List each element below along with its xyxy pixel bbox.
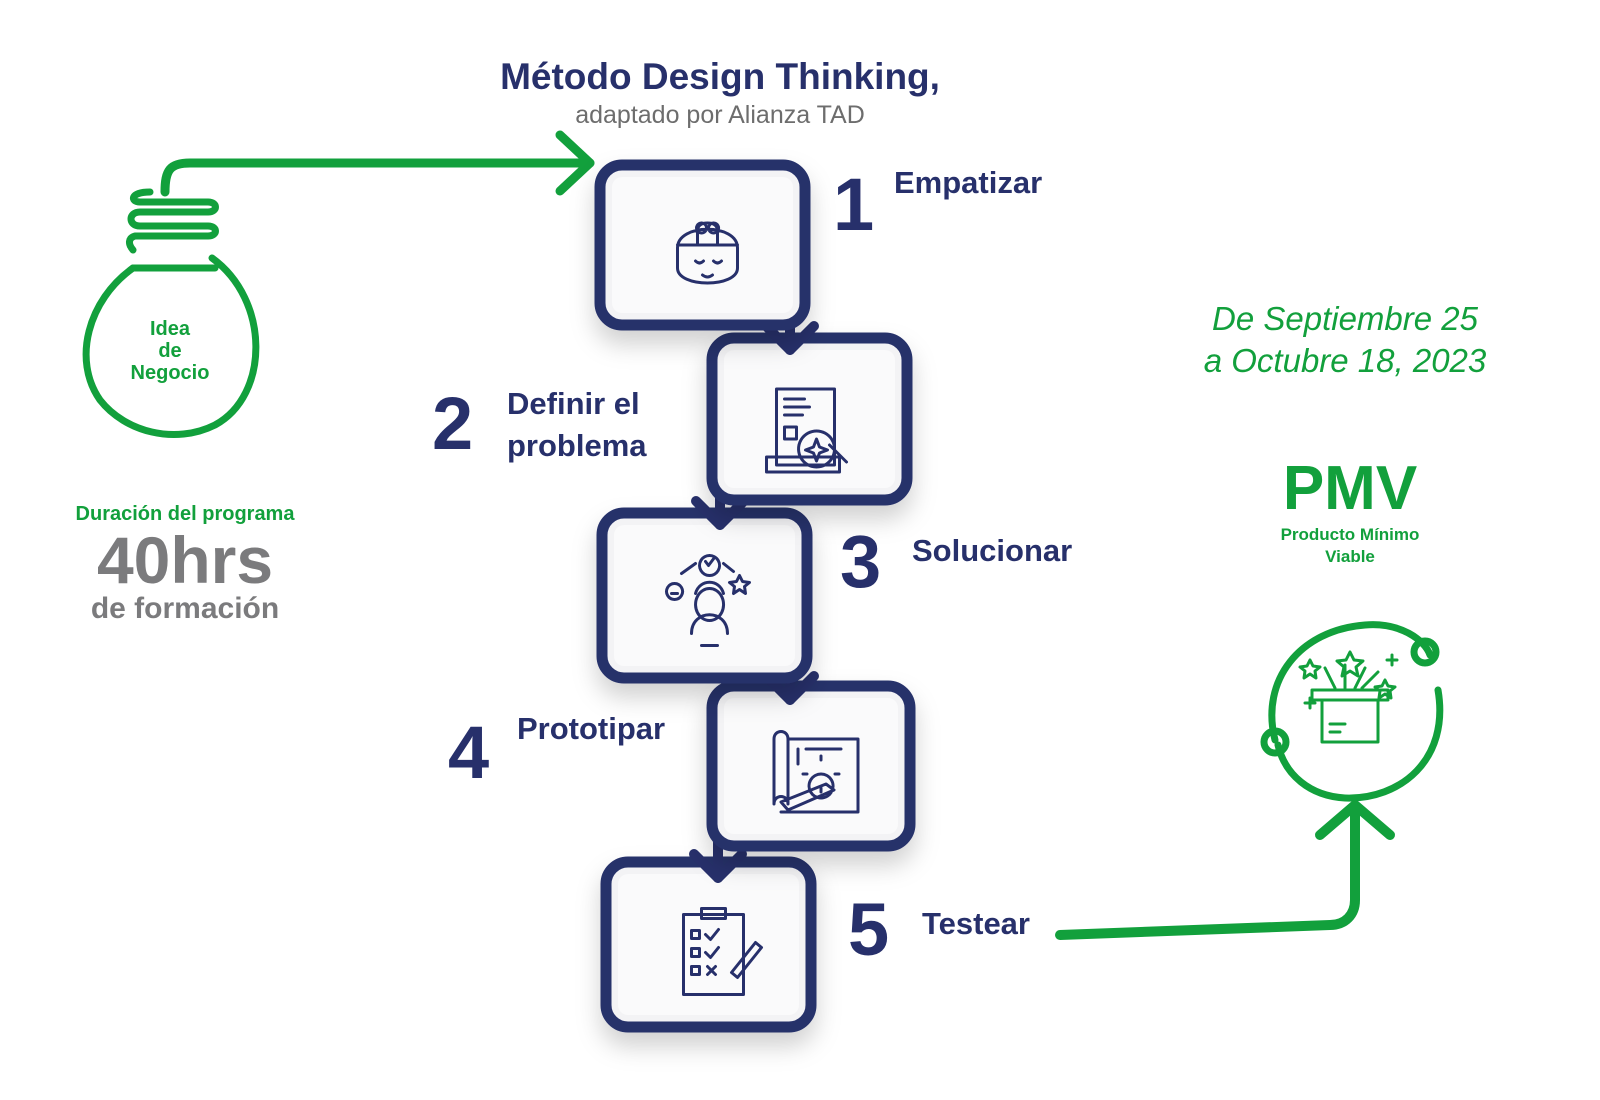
idea-line: Idea <box>149 318 191 340</box>
step-number-5: 5 <box>848 888 890 971</box>
head-with-people-icon <box>676 221 739 285</box>
idea-label: Idea de Negocio <box>118 318 222 384</box>
step-label-3: Solucionar <box>912 533 1073 568</box>
person-ideas-icon <box>665 554 751 647</box>
step-box-1 <box>594 159 811 331</box>
duration-unit: de formación <box>90 592 280 625</box>
dates-line-2: a Octubre 18, 2023 <box>1203 342 1487 379</box>
idea-line: Negocio <box>130 362 210 384</box>
step-number-2: 2 <box>432 382 474 465</box>
lightbulb-icon <box>82 130 595 439</box>
step-label-line: Definir el <box>507 386 640 421</box>
step-label-5: Testear <box>922 906 1030 941</box>
step-box-4 <box>706 680 916 852</box>
step-number-1: 1 <box>833 163 875 246</box>
step-label-4: Prototipar <box>517 711 666 746</box>
pmv-line: Producto Mínimo <box>1280 525 1420 544</box>
step-number-4: 4 <box>448 711 490 794</box>
checklist-clipboard-icon <box>682 907 763 996</box>
step-number-3: 3 <box>840 520 882 603</box>
document-magnifier-icon <box>765 387 848 474</box>
idea-line: de <box>158 340 182 362</box>
dates-line-1: De Septiembre 25 <box>1212 300 1478 337</box>
blueprint-gear-icon <box>772 730 860 814</box>
step-label-line: problema <box>507 427 647 463</box>
pmv-line: Viable <box>1325 547 1375 566</box>
pmv-description: Producto Mínimo Viable <box>1250 524 1450 568</box>
result-arrow <box>1055 800 1395 940</box>
step-box-5 <box>600 856 817 1033</box>
duration-label: Duración del programa <box>75 503 295 525</box>
step-label-1: Empatizar <box>894 165 1043 200</box>
duration-value: 40hrs <box>96 523 274 597</box>
program-dates: De Septiembre 25 a Octubre 18, 2023 <box>1170 298 1520 382</box>
pmv-acronym: PMV <box>1282 454 1418 523</box>
step-label-2: Definir el problema <box>507 383 647 467</box>
step-box-2 <box>706 332 913 506</box>
product-box-cycle-icon <box>1260 621 1444 802</box>
diagram-title: Método Design Thinking, <box>500 56 940 97</box>
diagram-subtitle: adaptado por Alianza TAD <box>575 101 865 129</box>
step-box-3 <box>596 507 813 684</box>
